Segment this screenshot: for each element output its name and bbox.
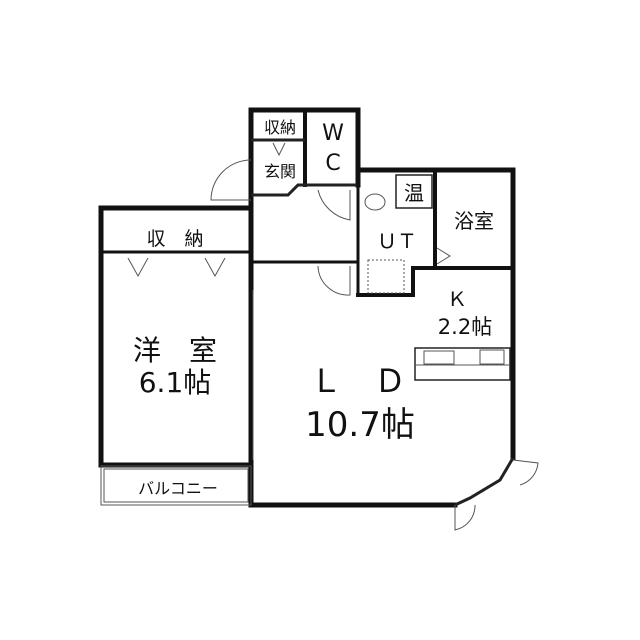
kitchen-label: Ｋ — [447, 287, 467, 311]
kitchen-size: 2.2帖 — [438, 315, 492, 339]
balcony-label: バルコニー — [138, 479, 218, 498]
toilet-label-w: W — [322, 121, 344, 146]
toilet-label-c: C — [325, 151, 340, 176]
living-dining-label: Ｌ Ｄ — [310, 362, 406, 400]
utility-label: ＵＴ — [377, 229, 417, 253]
western-room-label: 洋 室 — [133, 334, 217, 367]
water-heater-label: 温 — [404, 181, 424, 205]
western-room-size: 6.1帖 — [139, 366, 212, 399]
western-storage-label: 収 納 — [146, 228, 203, 250]
entrance-label: 玄関 — [264, 162, 296, 181]
doors — [127, 142, 539, 531]
walls — [98, 107, 516, 508]
living-dining-size: 10.7帖 — [305, 405, 415, 445]
entry-storage-label: 収納 — [264, 118, 296, 137]
bathroom-label: 浴室 — [454, 209, 494, 233]
